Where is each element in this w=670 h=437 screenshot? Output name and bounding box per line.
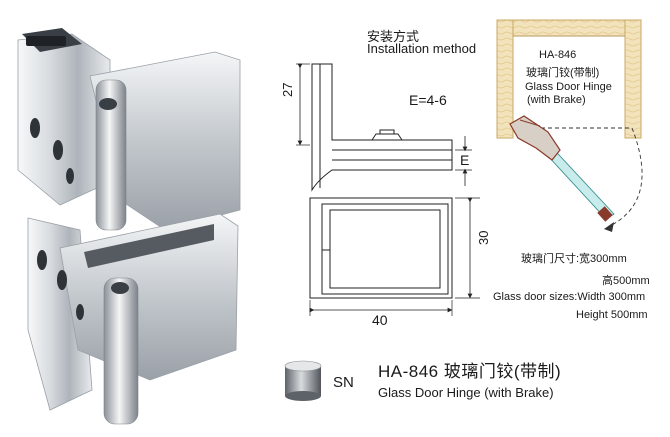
installation-title-cn: 安装方式: [367, 29, 420, 44]
product-title: HA-846 玻璃门铰(带制): [378, 362, 562, 381]
dimension-height-label: 27: [280, 82, 295, 97]
door-size-en-line1: Glass door sizes:Width 300mm: [493, 291, 646, 303]
dimension-e-label: E: [460, 152, 470, 168]
side-view-drawing: [296, 63, 472, 192]
hinge-photo-upper: [17, 28, 241, 231]
e-range-label: E=4-6: [409, 92, 447, 108]
finish-label: SN: [333, 374, 354, 391]
diagram-name-en-line1: Glass Door Hinge: [525, 81, 612, 93]
door-size-en-line2: Height 500mm: [576, 309, 648, 321]
dimension-width-label: 40: [372, 312, 388, 328]
door-size-cn-line1: 玻璃门尺寸:宽300mm: [521, 253, 627, 265]
installation-title-en: Installation method: [367, 41, 477, 56]
installation-diagram: [496, 19, 643, 232]
diagram-name-en-line2: (with Brake): [527, 94, 586, 106]
front-view-drawing: [309, 197, 480, 316]
hinge-photo-lower: [27, 213, 239, 425]
finish-swatch-icon: [284, 360, 322, 401]
diagram-name-cn: 玻璃门铰(带制): [526, 67, 600, 79]
product-subtitle: Glass Door Hinge (with Brake): [378, 385, 554, 400]
dimension-depth-label: 30: [476, 230, 491, 245]
diagram-model-label: HA-846: [539, 49, 577, 61]
door-size-cn-line2: 高500mm: [602, 275, 650, 287]
